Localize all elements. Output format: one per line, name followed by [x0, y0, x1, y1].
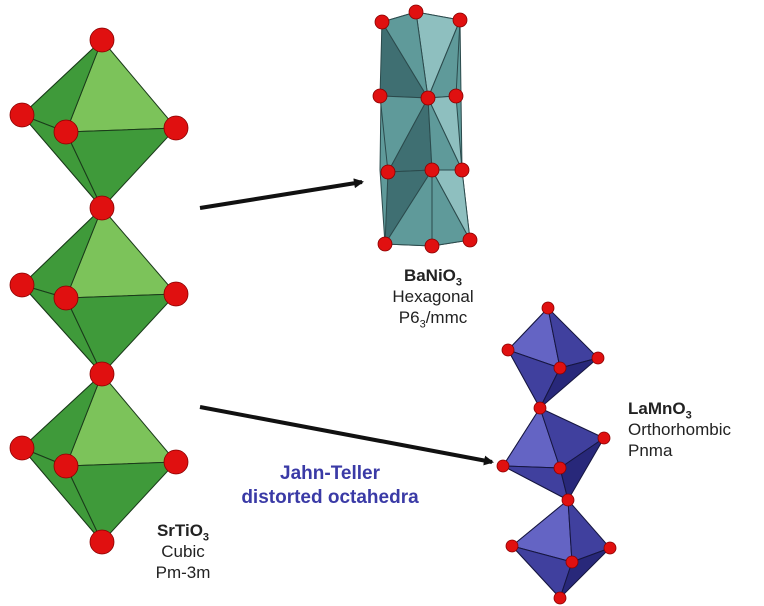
oxygen-atom [591, 351, 605, 365]
oxygen-atom [53, 119, 79, 145]
srtio3-formula: SrTiO3 [156, 521, 210, 544]
hexagonal-face-sharing-column [372, 4, 478, 254]
oxygen-atom [496, 459, 510, 473]
oxygen-atom [533, 401, 547, 415]
oxygen-atom [505, 539, 519, 553]
lamno3-formula: LaMnO3 [628, 399, 692, 422]
oxygen-atom [53, 285, 79, 311]
oxygen-atom [424, 162, 440, 178]
lamno3-lattice: Orthorhombic [628, 420, 731, 439]
srtio3-lattice: Cubic [161, 542, 205, 561]
arrow-to-orthorhombic [199, 405, 494, 466]
blue-chain-oxygen-atoms [496, 301, 617, 605]
cubic-octahedra-chain [9, 27, 189, 555]
blue-octahedron-3 [511, 499, 611, 599]
oxygen-atom [374, 14, 390, 30]
blue-octahedron-1 [507, 307, 599, 409]
orthorhombic-octahedra-chain [496, 301, 617, 605]
oxygen-atom [541, 301, 555, 315]
oxygen-atom [89, 27, 115, 53]
oxygen-atom [163, 449, 189, 475]
oxygen-atom [452, 12, 468, 28]
oxygen-atom [597, 431, 611, 445]
oxygen-atom [553, 361, 567, 375]
arrow-to-hexagonal [199, 178, 364, 210]
green-octahedron-3 [21, 373, 177, 543]
oxygen-atom [372, 88, 388, 104]
oxygen-atom [501, 343, 515, 357]
oxygen-atom [89, 529, 115, 555]
green-octahedron-1 [21, 39, 177, 209]
green-chain-oxygen-atoms [9, 27, 189, 555]
banio3-formula: BaNiO3 [403, 266, 463, 289]
oxygen-atom [9, 272, 35, 298]
blue-octahedron-2 [502, 407, 605, 501]
oxygen-atom [53, 453, 79, 479]
banio3-lattice: Hexagonal [392, 287, 474, 306]
teal-column-oxygen-atoms [372, 4, 478, 254]
oxygen-atom [565, 555, 579, 569]
jahn-teller-line-1: Jahn-Teller [280, 463, 380, 484]
oxygen-atom [448, 88, 464, 104]
oxygen-atom [380, 164, 396, 180]
oxygen-atom [553, 461, 567, 475]
oxygen-atom [454, 162, 470, 178]
oxygen-atom [377, 236, 393, 252]
oxygen-atom [9, 102, 35, 128]
lamno3-space-group: Pnma [628, 441, 673, 460]
oxygen-atom [163, 115, 189, 141]
oxygen-atom [603, 541, 617, 555]
srtio3-space-group: Pm-3m [155, 563, 211, 582]
oxygen-atom [553, 591, 567, 605]
jahn-teller-line-2: distorted octahedra [241, 487, 419, 508]
oxygen-atom [89, 195, 115, 221]
oxygen-atom [420, 90, 436, 106]
lamno3-label: LaMnO3 Orthorhombic Pnma [628, 398, 758, 461]
oxygen-atom [163, 281, 189, 307]
banio3-space-group: P63/mmc [398, 308, 468, 331]
oxygen-atom [9, 435, 35, 461]
jahn-teller-annotation: Jahn-Teller distorted octahedra [200, 462, 460, 510]
oxygen-atom [462, 232, 478, 248]
green-octahedron-2 [21, 207, 177, 375]
oxygen-atom [408, 4, 424, 20]
oxygen-atom [89, 361, 115, 387]
oxygen-atom [424, 238, 440, 254]
srtio3-label: SrTiO3 Cubic Pm-3m [138, 520, 228, 583]
oxygen-atom [561, 493, 575, 507]
banio3-label: BaNiO3 Hexagonal P63/mmc [378, 265, 488, 331]
